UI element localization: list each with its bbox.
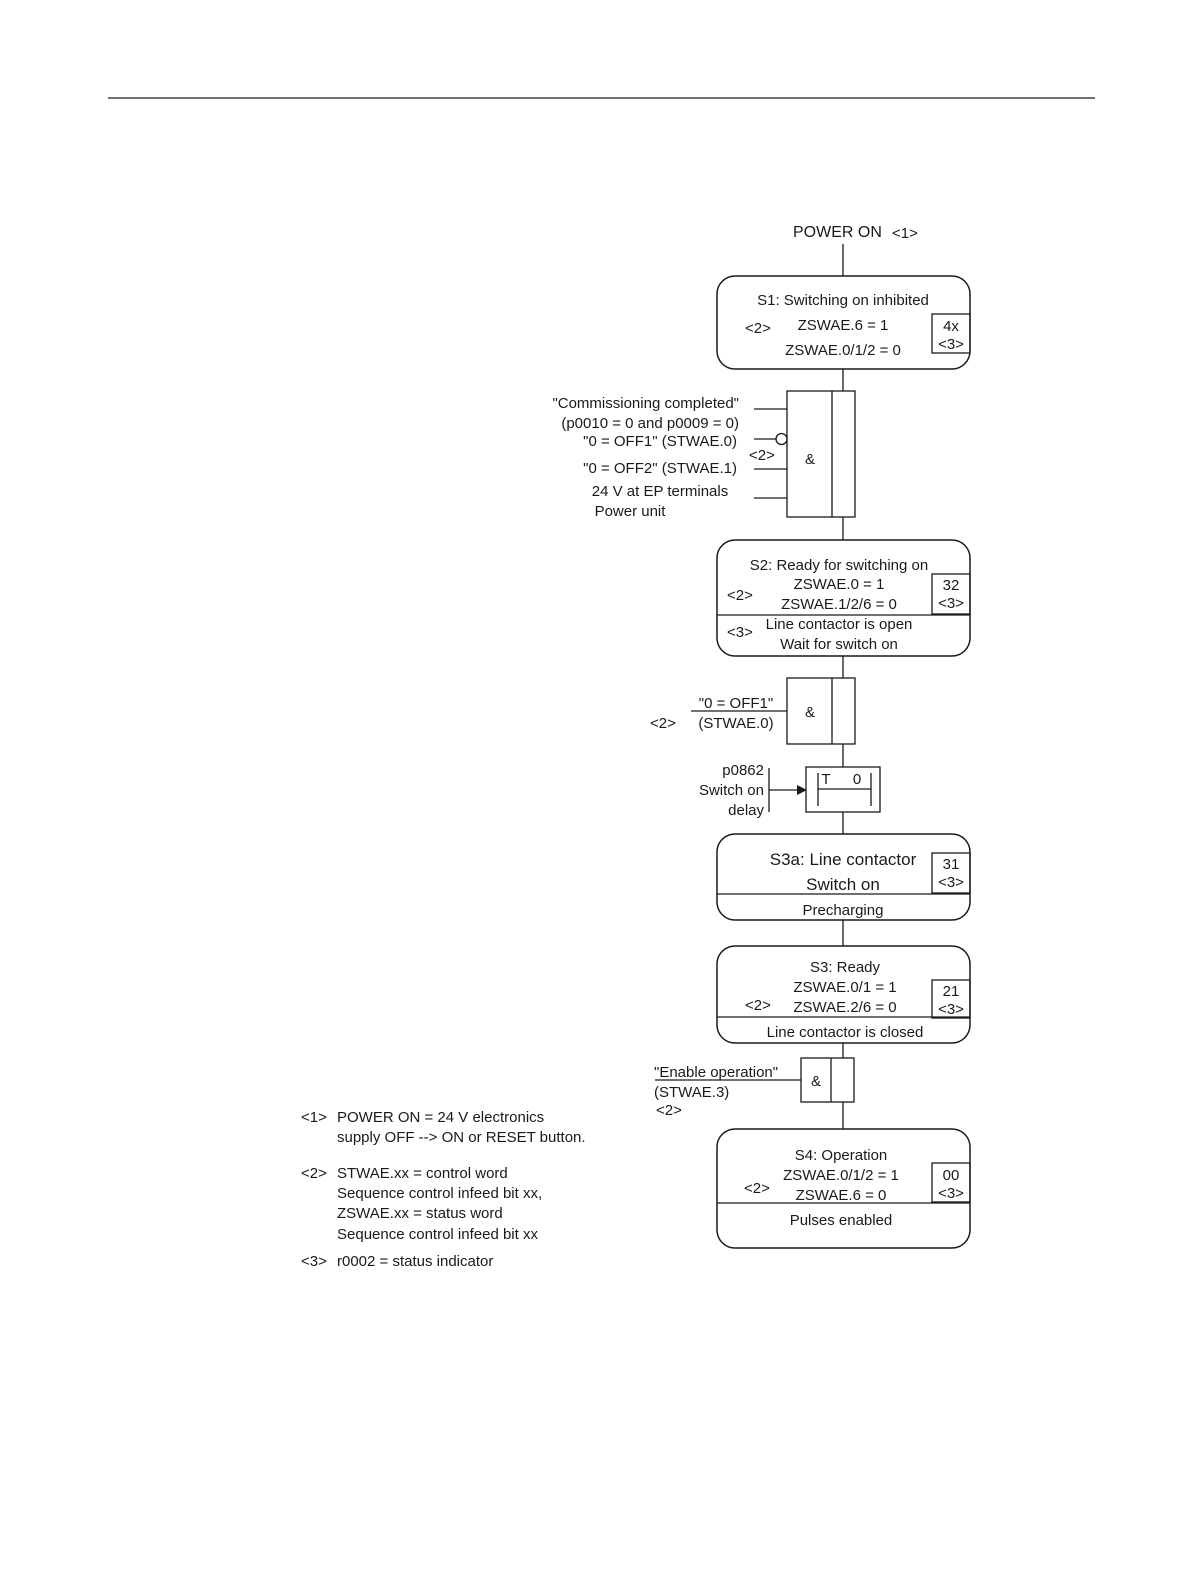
s3-sub: Line contactor is closed (767, 1024, 924, 1041)
s3a-line1: Switch on (806, 875, 880, 894)
timer-zero: 0 (853, 771, 861, 788)
note2-line4: Sequence control infeed bit xx (337, 1226, 538, 1243)
gate1-input-5: 24 V at EP terminals (592, 483, 728, 500)
s4-line2: ZSWAE.6 = 0 (796, 1187, 887, 1204)
gate3-symbol: & (811, 1073, 821, 1090)
s3-code-ref: <3> (938, 1001, 964, 1018)
s1-ref: <2> (745, 320, 771, 337)
s2-sub1: Line contactor is open (766, 616, 913, 633)
s2-code: 32 (943, 577, 960, 594)
power-on-ref: <1> (892, 225, 918, 242)
gate1-symbol: & (805, 451, 815, 468)
gate1-input-3: "0 = OFF1" (STWAE.0) (583, 433, 737, 450)
s1-line2: ZSWAE.0/1/2 = 0 (785, 342, 901, 359)
s2-code-box (931, 573, 971, 615)
timer-param: p0862 (722, 762, 764, 779)
s1-code-box (931, 313, 971, 354)
note2-line2: Sequence control infeed bit xx, (337, 1185, 542, 1202)
s2-line2: ZSWAE.1/2/6 = 0 (781, 596, 897, 613)
s3a-code: 31 (943, 856, 960, 873)
s4-ref: <2> (744, 1180, 770, 1197)
power-on: POWER ON <1> (793, 224, 918, 242)
gate1-input-4: "0 = OFF2" (STWAE.1) (583, 460, 737, 477)
s3a-title: S3a: Line contactor (770, 850, 917, 869)
s3-line1: ZSWAE.0/1 = 1 (793, 979, 896, 996)
power-on-label: POWER ON (793, 224, 882, 241)
and-gate-2: & "0 = OFF1" (STWAE.0) <2> (650, 677, 856, 745)
state-s1: S1: Switching on inhibited <2> ZSWAE.6 =… (716, 275, 971, 370)
s4-title: S4: Operation (795, 1147, 888, 1164)
timer-label1: Switch on (699, 782, 764, 799)
s3-title: S3: Ready (810, 959, 881, 976)
s4-code-ref: <3> (938, 1185, 964, 1202)
and-gate-3: & "Enable operation" (STWAE.3) <2> (654, 1057, 855, 1119)
gate2-input1: "0 = OFF1" (699, 695, 773, 712)
s2-ref: <2> (727, 587, 753, 604)
note3-tag: <3> (301, 1253, 327, 1270)
note1-line1: POWER ON = 24 V electronics (337, 1109, 544, 1126)
gate3-input2: (STWAE.3) (654, 1084, 729, 1101)
s3a-sub: Precharging (803, 902, 884, 919)
note2-line1: STWAE.xx = control word (337, 1165, 508, 1182)
s3-code-box (931, 979, 971, 1019)
s2-line1: ZSWAE.0 = 1 (794, 576, 885, 593)
timer-label2: delay (728, 802, 764, 819)
s1-line1: ZSWAE.6 = 1 (798, 317, 889, 334)
s2-sub2: Wait for switch on (780, 636, 898, 653)
footnotes: <1> POWER ON = 24 V electronics supply O… (301, 1109, 586, 1270)
s1-code: 4x (943, 318, 959, 335)
s2-title: S2: Ready for switching on (750, 557, 928, 574)
gate1-ref: <2> (749, 447, 775, 464)
gate3-ref: <2> (656, 1102, 682, 1119)
s3-line2: ZSWAE.2/6 = 0 (793, 999, 896, 1016)
s4-code: 00 (943, 1167, 960, 1184)
switch-on-delay-timer: T 0 p0862 Switch on delay (699, 762, 881, 819)
timer-t: T (821, 771, 830, 788)
state-s4: S4: Operation <2> ZSWAE.0/1/2 = 1 ZSWAE.… (716, 1128, 971, 1249)
s4-sub: Pulses enabled (790, 1212, 893, 1229)
gate1-input-2: (p0010 = 0 and p0009 = 0) (561, 415, 739, 432)
gate2-input2: (STWAE.0) (698, 715, 773, 732)
s3-ref: <2> (745, 997, 771, 1014)
note1-line2: supply OFF --> ON or RESET button. (337, 1129, 586, 1146)
s1-code-ref: <3> (938, 336, 964, 353)
note1-tag: <1> (301, 1109, 327, 1126)
note3-line1: r0002 = status indicator (337, 1253, 493, 1270)
note2-tag: <2> (301, 1165, 327, 1182)
s2-sub-ref: <3> (727, 624, 753, 641)
gate1-inverter (775, 432, 788, 446)
gate2-ref: <2> (650, 715, 676, 732)
state-s3: S3: Ready <2> ZSWAE.0/1 = 1 ZSWAE.2/6 = … (716, 945, 971, 1044)
gate1-input-6: Power unit (595, 503, 667, 520)
gate2-symbol: & (805, 704, 815, 721)
gate1-input-1: "Commissioning completed" (552, 395, 739, 412)
note2-line3: ZSWAE.xx = status word (337, 1205, 503, 1222)
gate3-input1: "Enable operation" (654, 1064, 778, 1081)
state-s3a: S3a: Line contactor Switch on 31 <3> Pre… (716, 833, 971, 921)
s2-code-ref: <3> (938, 595, 964, 612)
s3-code: 21 (943, 983, 960, 1000)
and-gate-1: & <2> "Commissioning completed" (p0010 =… (552, 390, 856, 520)
s3a-code-box (931, 852, 971, 894)
s3a-code-ref: <3> (938, 874, 964, 891)
state-s2: S2: Ready for switching on <2> ZSWAE.0 =… (716, 539, 971, 657)
s1-title: S1: Switching on inhibited (757, 292, 929, 309)
s4-line1: ZSWAE.0/1/2 = 1 (783, 1167, 899, 1184)
s4-code-box (931, 1162, 971, 1203)
